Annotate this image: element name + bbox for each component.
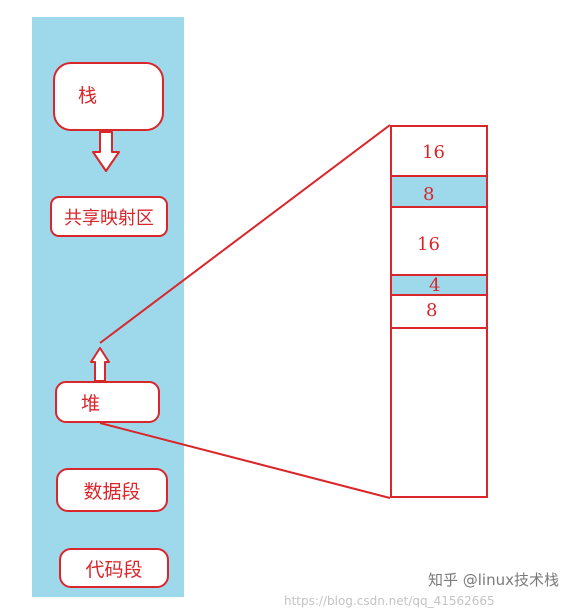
- stack-down-arrow-icon: [92, 131, 120, 172]
- heap-up-arrow-icon: [90, 347, 110, 382]
- heap-block-size: 4: [429, 275, 441, 296]
- data-segment-label: 数据段: [83, 480, 141, 503]
- watermark-url: https://blog.csdn.net/qq_41562665: [284, 594, 495, 608]
- heap-block-cell: 16: [392, 127, 486, 175]
- heap-block-cell: 8: [392, 296, 486, 329]
- shared-mapping-label: 共享映射区: [64, 207, 154, 229]
- code-segment-label: 代码段: [85, 558, 143, 581]
- heap-label: 堆: [81, 392, 101, 415]
- heap-block-size: 16: [422, 142, 445, 163]
- zoom-line-top: [99, 124, 391, 344]
- heap-block-size: 16: [417, 234, 440, 255]
- stack-segment: 栈: [53, 62, 164, 131]
- watermark: 知乎 @linux技术栈: [428, 571, 559, 589]
- heap-block-size: 8: [423, 184, 435, 205]
- shared-mapping-segment: 共享映射区: [50, 196, 168, 237]
- heap-block-cell-highlighted: 8: [392, 175, 486, 208]
- heap-segment: 堆: [55, 381, 160, 423]
- code-segment: 代码段: [59, 548, 169, 588]
- stack-label: 栈: [78, 85, 98, 107]
- zoom-line-bottom: [99, 422, 391, 499]
- heap-block-size: 8: [426, 300, 438, 321]
- heap-block-cell-highlighted: 4: [392, 274, 486, 296]
- data-segment: 数据段: [56, 468, 168, 512]
- heap-block-cell: 16: [392, 208, 486, 274]
- heap-block-table: 16 8 16 4 8: [390, 125, 488, 498]
